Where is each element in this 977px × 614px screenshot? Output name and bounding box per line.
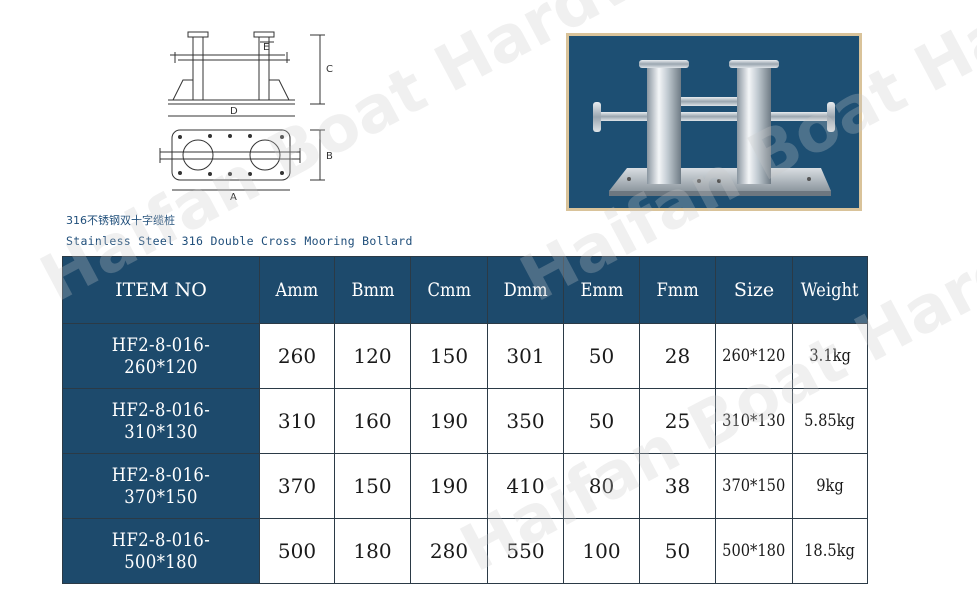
table-header-row: ITEM NO Amm Bmm Cmm Dmm Emm Fmm Size Wei… xyxy=(62,256,868,324)
cell-a: 310 xyxy=(259,388,335,454)
bollard-illustration xyxy=(593,60,835,196)
cell-c: 280 xyxy=(410,518,488,584)
table-row: HF2-8-016-500*180 500 180 280 550 100 50… xyxy=(62,518,868,584)
product-title-en: Stainless Steel 316 Double Cross Mooring… xyxy=(66,234,413,248)
dim-label-d: D xyxy=(230,106,238,117)
cell-c: 150 xyxy=(410,323,488,389)
header-d: Dmm xyxy=(487,256,564,324)
cell-size: 370*150 xyxy=(715,453,793,519)
cell-f: 25 xyxy=(639,388,716,454)
cell-e: 50 xyxy=(563,323,640,389)
cell-item-no: HF2-8-016-370*150 xyxy=(62,453,260,519)
cell-d: 301 xyxy=(487,323,564,389)
cell-a: 500 xyxy=(259,518,335,584)
product-photo-bg xyxy=(569,36,859,208)
cell-e: 50 xyxy=(563,388,640,454)
cell-item-no: HF2-8-016-310*130 xyxy=(62,388,260,454)
cell-weight: 3.1kg xyxy=(792,323,868,389)
cell-b: 180 xyxy=(334,518,411,584)
cell-b: 120 xyxy=(334,323,411,389)
cell-size: 260*120 xyxy=(715,323,793,389)
dim-label-b: B xyxy=(326,151,333,162)
cell-item-no: HF2-8-016-260*120 xyxy=(62,323,260,389)
cell-d: 410 xyxy=(487,453,564,519)
header-e: Emm xyxy=(563,256,640,324)
header-weight: Weight xyxy=(792,256,868,324)
product-photo xyxy=(566,33,862,211)
cell-d: 350 xyxy=(487,388,564,454)
header-f: Fmm xyxy=(639,256,716,324)
spec-table: ITEM NO Amm Bmm Cmm Dmm Emm Fmm Size Wei… xyxy=(62,256,868,584)
cell-e: 80 xyxy=(563,453,640,519)
header-size: Size xyxy=(715,256,793,324)
cell-c: 190 xyxy=(410,453,488,519)
table-row: HF2-8-016-310*130 310 160 190 350 50 25 … xyxy=(62,388,868,454)
cell-d: 550 xyxy=(487,518,564,584)
cell-item-no: HF2-8-016-500*180 xyxy=(62,518,260,584)
header-a: Amm xyxy=(259,256,335,324)
cell-size: 500*180 xyxy=(715,518,793,584)
cell-a: 370 xyxy=(259,453,335,519)
dim-label-a: A xyxy=(230,192,237,203)
header-c: Cmm xyxy=(410,256,488,324)
cell-f: 50 xyxy=(639,518,716,584)
cell-f: 28 xyxy=(639,323,716,389)
cell-weight: 18.5kg xyxy=(792,518,868,584)
product-title-cn: 316不锈钢双十字缆桩 xyxy=(66,214,175,227)
header-b: Bmm xyxy=(334,256,411,324)
dim-label-c: C xyxy=(326,64,333,75)
cell-c: 190 xyxy=(410,388,488,454)
cell-b: 160 xyxy=(334,388,411,454)
cell-e: 100 xyxy=(563,518,640,584)
cell-weight: 5.85kg xyxy=(792,388,868,454)
cell-weight: 9kg xyxy=(792,453,868,519)
dim-label-e: E xyxy=(263,42,269,53)
cell-f: 38 xyxy=(639,453,716,519)
cell-a: 260 xyxy=(259,323,335,389)
table-row: HF2-8-016-260*120 260 120 150 301 50 28 … xyxy=(62,323,868,389)
technical-drawing: E C D B A xyxy=(159,31,333,203)
cell-size: 310*130 xyxy=(715,388,793,454)
header-item-no: ITEM NO xyxy=(62,256,260,324)
table-row: HF2-8-016-370*150 370 150 190 410 80 38 … xyxy=(62,453,868,519)
cell-b: 150 xyxy=(334,453,411,519)
